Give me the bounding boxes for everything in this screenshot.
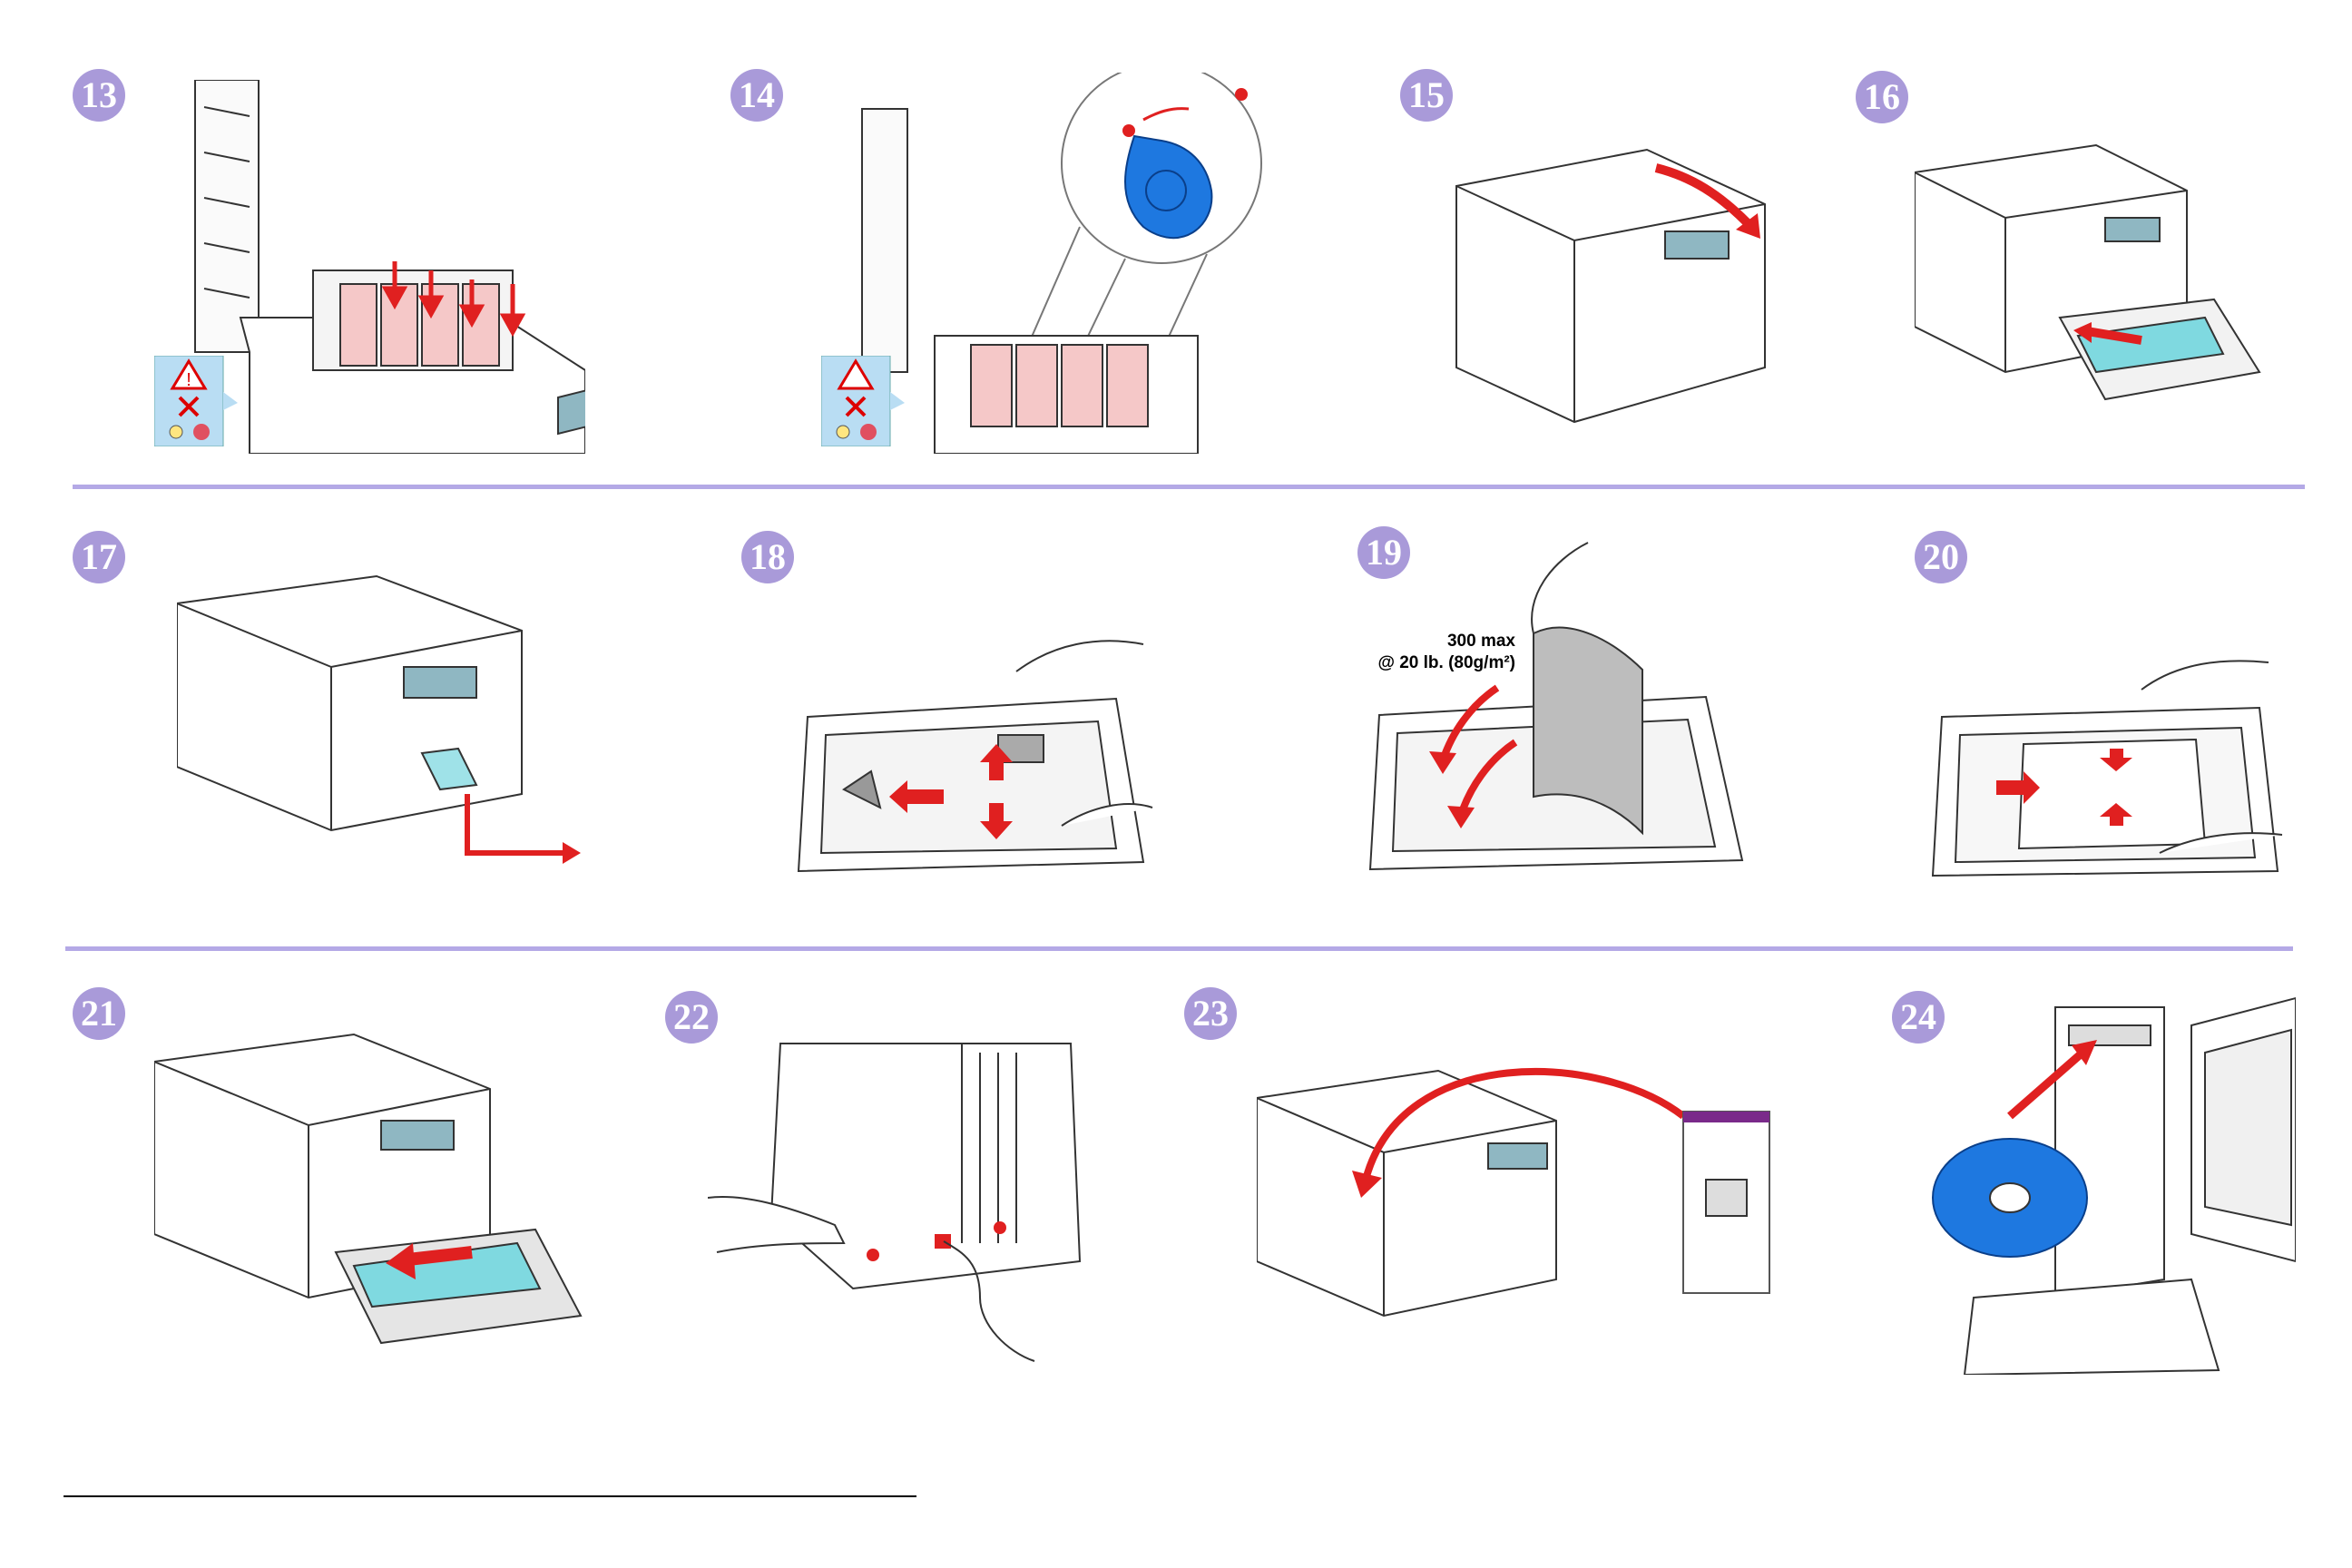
step-20-illustration [1924, 644, 2287, 889]
paper-capacity-label: 300 max @ 20 lb. (80g/m²) [1366, 631, 1515, 674]
step-21-illustration [154, 1025, 599, 1361]
step-badge-21: 21 [73, 987, 125, 1040]
row-divider-1 [73, 485, 2305, 489]
footer-rule [64, 1495, 916, 1497]
paper-capacity-line-2: @ 20 lb. (80g/m²) [1366, 652, 1515, 674]
step-19-illustration [1343, 524, 1751, 889]
step-badge-20: 20 [1915, 531, 1967, 583]
step-22-illustration [708, 1034, 1089, 1366]
drum-icon [193, 424, 210, 440]
step-16-illustration [1915, 136, 2305, 436]
step-badge-15: 15 [1400, 69, 1453, 122]
warning-card-2 [821, 356, 905, 446]
cd-rom-icon [1933, 1139, 2087, 1257]
step-badge-23: 23 [1184, 987, 1237, 1040]
step-17-illustration [177, 567, 585, 876]
light-bulb-icon [170, 426, 182, 438]
paper-capacity-line-1: 300 max [1366, 631, 1515, 652]
step-23-illustration [1257, 1053, 1792, 1343]
step-badge-13: 13 [73, 69, 125, 122]
step-badge-16: 16 [1856, 71, 1908, 123]
step-badge-18: 18 [741, 531, 794, 583]
step-badge-17: 17 [73, 531, 125, 583]
step-18-illustration [789, 626, 1161, 889]
svg-text:!: ! [186, 370, 191, 390]
step-14-illustration [853, 73, 1289, 454]
step-15-illustration [1447, 132, 1774, 431]
step-24-illustration [1919, 989, 2296, 1375]
warning-card: ! [154, 356, 238, 446]
row-divider-2 [65, 946, 2293, 951]
step-badge-14: 14 [730, 69, 783, 122]
